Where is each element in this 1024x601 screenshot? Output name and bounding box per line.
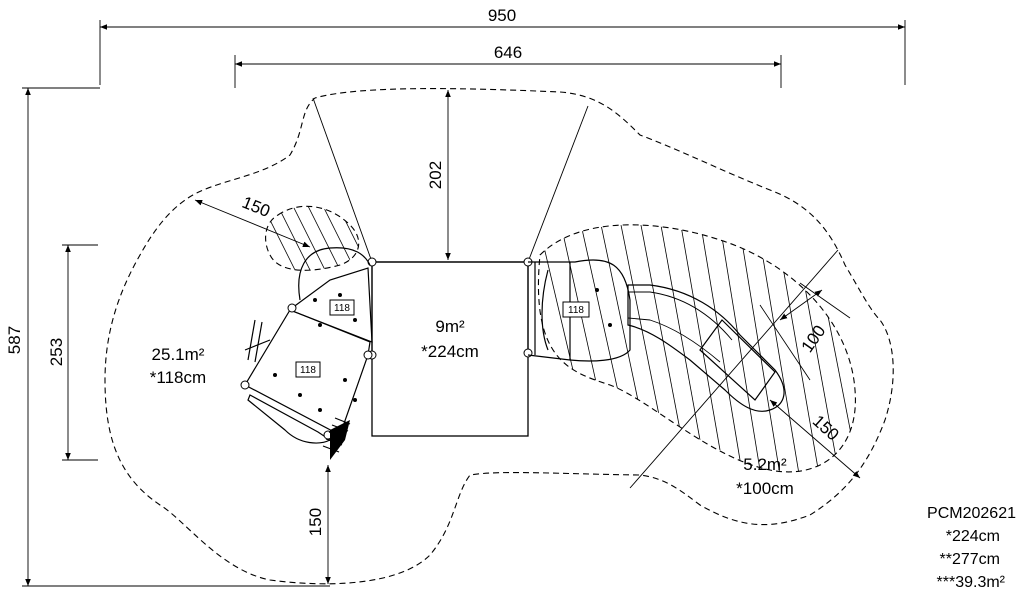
svg-text:150: 150 — [809, 411, 843, 444]
dimension-253: 253 — [47, 244, 98, 461]
model-code: PCM202621 — [927, 505, 1016, 522]
svg-text:646: 646 — [494, 43, 522, 62]
center-zone-height: *224cm — [421, 342, 479, 361]
dimension-646: 646 — [234, 43, 782, 88]
dimension-587: 587 — [5, 87, 330, 587]
slide-guide-line — [629, 249, 839, 489]
left-structure — [240, 247, 373, 460]
dimension-150-bottom: 150 — [306, 465, 331, 584]
dimension-202: 202 — [312, 90, 589, 263]
info-line-3: ***39.3m² — [937, 574, 1006, 591]
center-zone-area: 9m² — [435, 317, 465, 336]
left-zone-area: 25.1m² — [152, 345, 205, 364]
platform-tag-3: 118 — [562, 301, 590, 318]
platform-tag-1: 118 — [329, 299, 355, 316]
svg-text:253: 253 — [47, 338, 66, 366]
safety-zone-outline — [104, 88, 894, 585]
left-zone-height: *118cm — [150, 368, 206, 387]
left-hatch-area — [265, 206, 359, 271]
svg-text:150: 150 — [239, 193, 272, 221]
info-line-2: **277cm — [940, 551, 1000, 568]
right-structure — [527, 259, 785, 412]
svg-text:100: 100 — [798, 322, 830, 356]
svg-text:118: 118 — [334, 303, 350, 314]
right-zone-height: *100cm — [736, 479, 794, 498]
svg-text:202: 202 — [426, 161, 445, 189]
dimension-150-left: 150 — [194, 193, 311, 248]
right-zone-area: 5.2m² — [743, 455, 787, 474]
svg-text:150: 150 — [306, 508, 325, 536]
platform-tag-2: 118 — [295, 361, 321, 378]
svg-text:118: 118 — [568, 305, 584, 316]
svg-text:950: 950 — [488, 6, 516, 25]
svg-text:118: 118 — [300, 365, 316, 376]
info-line-1: *224cm — [946, 528, 1000, 545]
svg-text:587: 587 — [5, 326, 24, 354]
dimension-950: 950 — [99, 6, 906, 85]
dimension-100-slide: 100 — [759, 282, 851, 381]
